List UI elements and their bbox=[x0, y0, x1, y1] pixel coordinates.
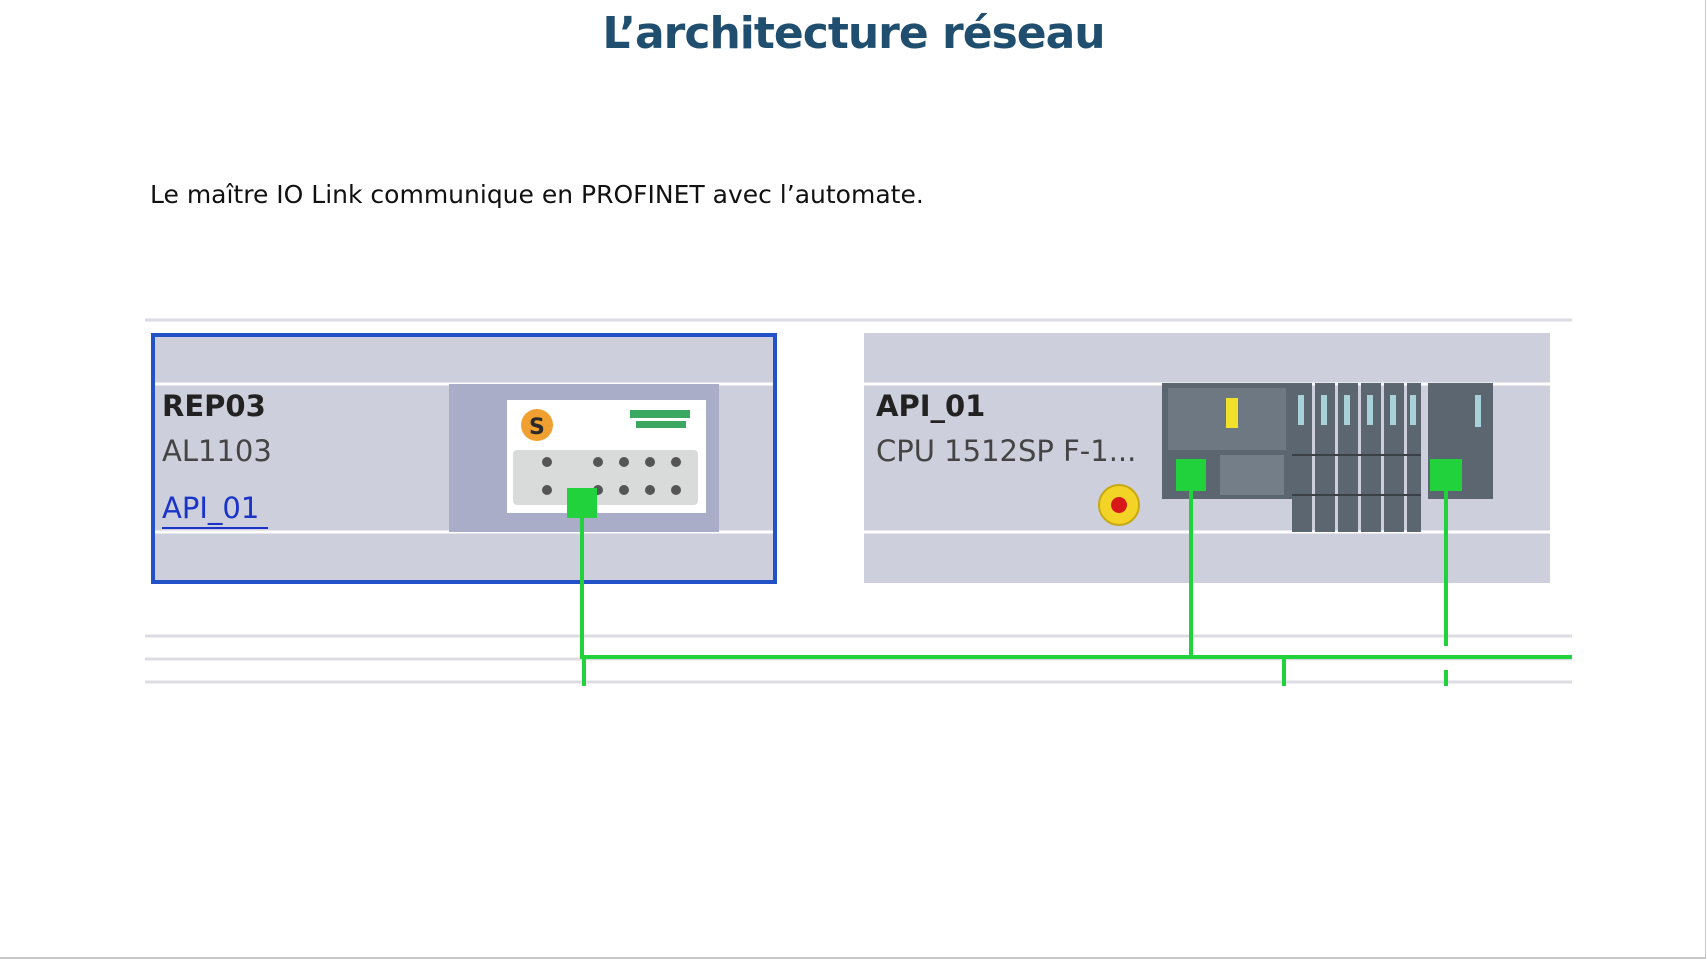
slide-subtitle: Le maître IO Link communique en PROFINET… bbox=[150, 180, 924, 209]
device-name: REP03 bbox=[162, 389, 266, 423]
io-link-master-icon: S bbox=[507, 400, 706, 518]
device-type: CPU 1512SP F-1... bbox=[876, 434, 1136, 468]
selection-frame bbox=[151, 333, 777, 584]
device-rep03[interactable]: REP03 AL1103 API_01 S bbox=[151, 333, 777, 584]
profinet-port-icon[interactable] bbox=[1430, 459, 1462, 491]
device-plc-link[interactable]: API_01 bbox=[162, 491, 259, 525]
slide-title: L’architecture réseau bbox=[602, 8, 1105, 59]
device-name: API_01 bbox=[876, 389, 985, 423]
device-type: AL1103 bbox=[162, 434, 272, 468]
safety-indicator-icon bbox=[1098, 484, 1140, 526]
device-api01[interactable]: API_01 CPU 1512SP F-1... bbox=[864, 333, 1550, 583]
profinet-port-icon[interactable] bbox=[1176, 459, 1206, 491]
profinet-port-icon[interactable] bbox=[567, 488, 597, 518]
plc-rack-icon bbox=[1162, 383, 1493, 532]
profinet-subnet[interactable] bbox=[580, 491, 1572, 686]
svg-text:S: S bbox=[529, 415, 545, 440]
